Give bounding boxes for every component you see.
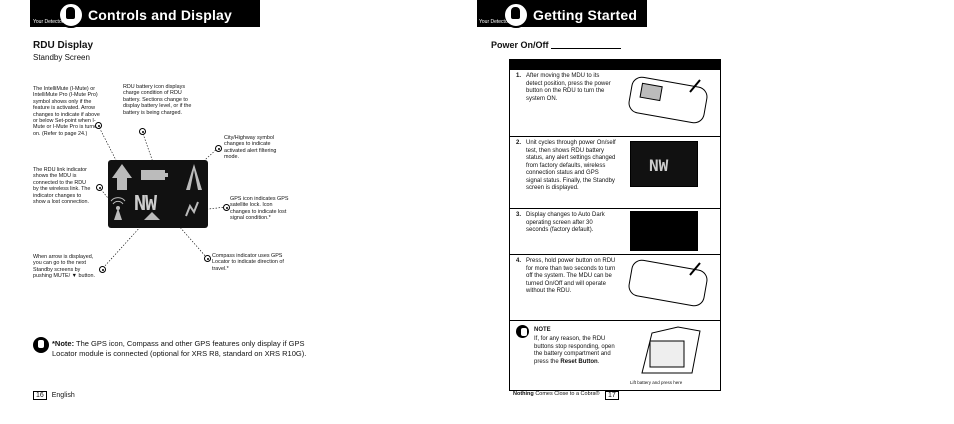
image-caption: Lift battery and press here (630, 380, 683, 385)
callout-dot (96, 184, 103, 191)
section-title: RDU Display (33, 40, 94, 51)
note-label: NOTE (534, 327, 551, 333)
steps-table: 1. After moving the MDU to its detect po… (509, 59, 721, 391)
annotation-compass: Compass indicator uses GPS Locator to in… (212, 253, 284, 272)
step-text: Display changes to Auto Dark operating s… (526, 212, 605, 233)
callout-dot (223, 204, 230, 211)
left-header-tag: Your Detector (33, 19, 64, 25)
right-header-title: Getting Started (533, 7, 638, 23)
step-text: Press, hold power button on RDU for more… (526, 258, 616, 294)
callout-dot (204, 255, 211, 262)
mdu-device-image (628, 76, 708, 124)
cobra-logo-icon (58, 2, 84, 28)
note-row: NOTE If, for any reason, the RDU buttons… (510, 320, 720, 391)
note-label: *Note: (52, 339, 75, 348)
callout-dot (95, 122, 102, 129)
note-text: The GPS icon, Compass and other GPS feat… (52, 339, 307, 358)
step-row: 3. Display changes to Auto Dark operatin… (510, 208, 720, 255)
left-page-footer: 16 English (33, 391, 75, 400)
rdu-display: NW (108, 160, 208, 228)
imute-arrow-icon (112, 164, 132, 190)
left-header-title: Controls and Display (88, 7, 233, 23)
compass-indicator: NW (649, 156, 669, 175)
annotation-battery: RDU battery icon displays charge conditi… (123, 84, 192, 116)
section-rule (551, 48, 621, 49)
step-number: 4. (516, 258, 522, 264)
note-icon (33, 337, 49, 353)
mdu-device-image (628, 259, 708, 307)
auto-dark-screen-image (630, 211, 698, 251)
step-row: 4. Press, hold power button on RDU for m… (510, 254, 720, 321)
callout-dot (215, 145, 222, 152)
note-text: If, for any reason, the RDU buttons stop… (534, 336, 615, 365)
cobra-logo-icon (503, 2, 529, 28)
footer-text: Comes Close to a Cobra® (535, 391, 600, 397)
footer-bold: Nothing (513, 391, 534, 397)
right-header-tag: Your Detector (479, 19, 510, 25)
steps-table-header (510, 60, 720, 70)
callout-dot (139, 128, 146, 135)
section-title: Power On/Off (491, 40, 549, 50)
annotation-city: City/Highway symbol changes to indicate … (224, 135, 277, 161)
gps-icon (185, 201, 199, 217)
note-block: *Note: The GPS icon, Compass and other G… (52, 339, 312, 358)
battery-icon (141, 170, 165, 180)
step-number: 1. (516, 73, 522, 79)
note-text-block: If, for any reason, the RDU buttons stop… (534, 336, 615, 365)
step-text: Unit cycles through power On/self test, … (526, 140, 616, 191)
compass-indicator: NW (134, 191, 157, 215)
right-page: Your Detector Getting Started Power On/O… (477, 0, 954, 424)
right-page-footer: Nothing Comes Close to a Cobra® (513, 391, 600, 397)
annotation-imute: The IntelliMute (I-Mute) or IntelliMute … (33, 86, 101, 137)
step-number: 2. (516, 140, 522, 146)
battery-compartment-image (641, 326, 701, 374)
next-arrow-icon (144, 212, 160, 220)
page-number: 16 (33, 391, 47, 400)
step-row: 2. Unit cycles through power On/self tes… (510, 136, 720, 209)
page-language: English (51, 392, 75, 399)
callout-dot (99, 266, 106, 273)
annotation-gps: GPS icon indicates GPS satellite lock. I… (230, 196, 289, 222)
note-icon (516, 325, 529, 338)
standby-screen-image: NW (630, 141, 698, 187)
annotation-arrow: When arrow is displayed, you can go to t… (33, 254, 95, 280)
reset-button-label: Reset Button (560, 358, 598, 365)
step-number: 3. (516, 212, 522, 218)
subsection-title: Standby Screen (33, 53, 90, 62)
left-page: Your Detector Controls and Display RDU D… (30, 0, 312, 400)
step-row: 1. After moving the MDU to its detect po… (510, 70, 720, 136)
step-text: After moving the MDU to its detect posit… (526, 73, 611, 102)
leader-lines (97, 124, 227, 269)
annotation-link: The RDU link indicator shows the MDU is … (33, 167, 91, 206)
rdu-display-graphic (110, 164, 202, 220)
page-number: 17 (605, 391, 619, 400)
page-number-wrapper: 17 (605, 391, 622, 400)
